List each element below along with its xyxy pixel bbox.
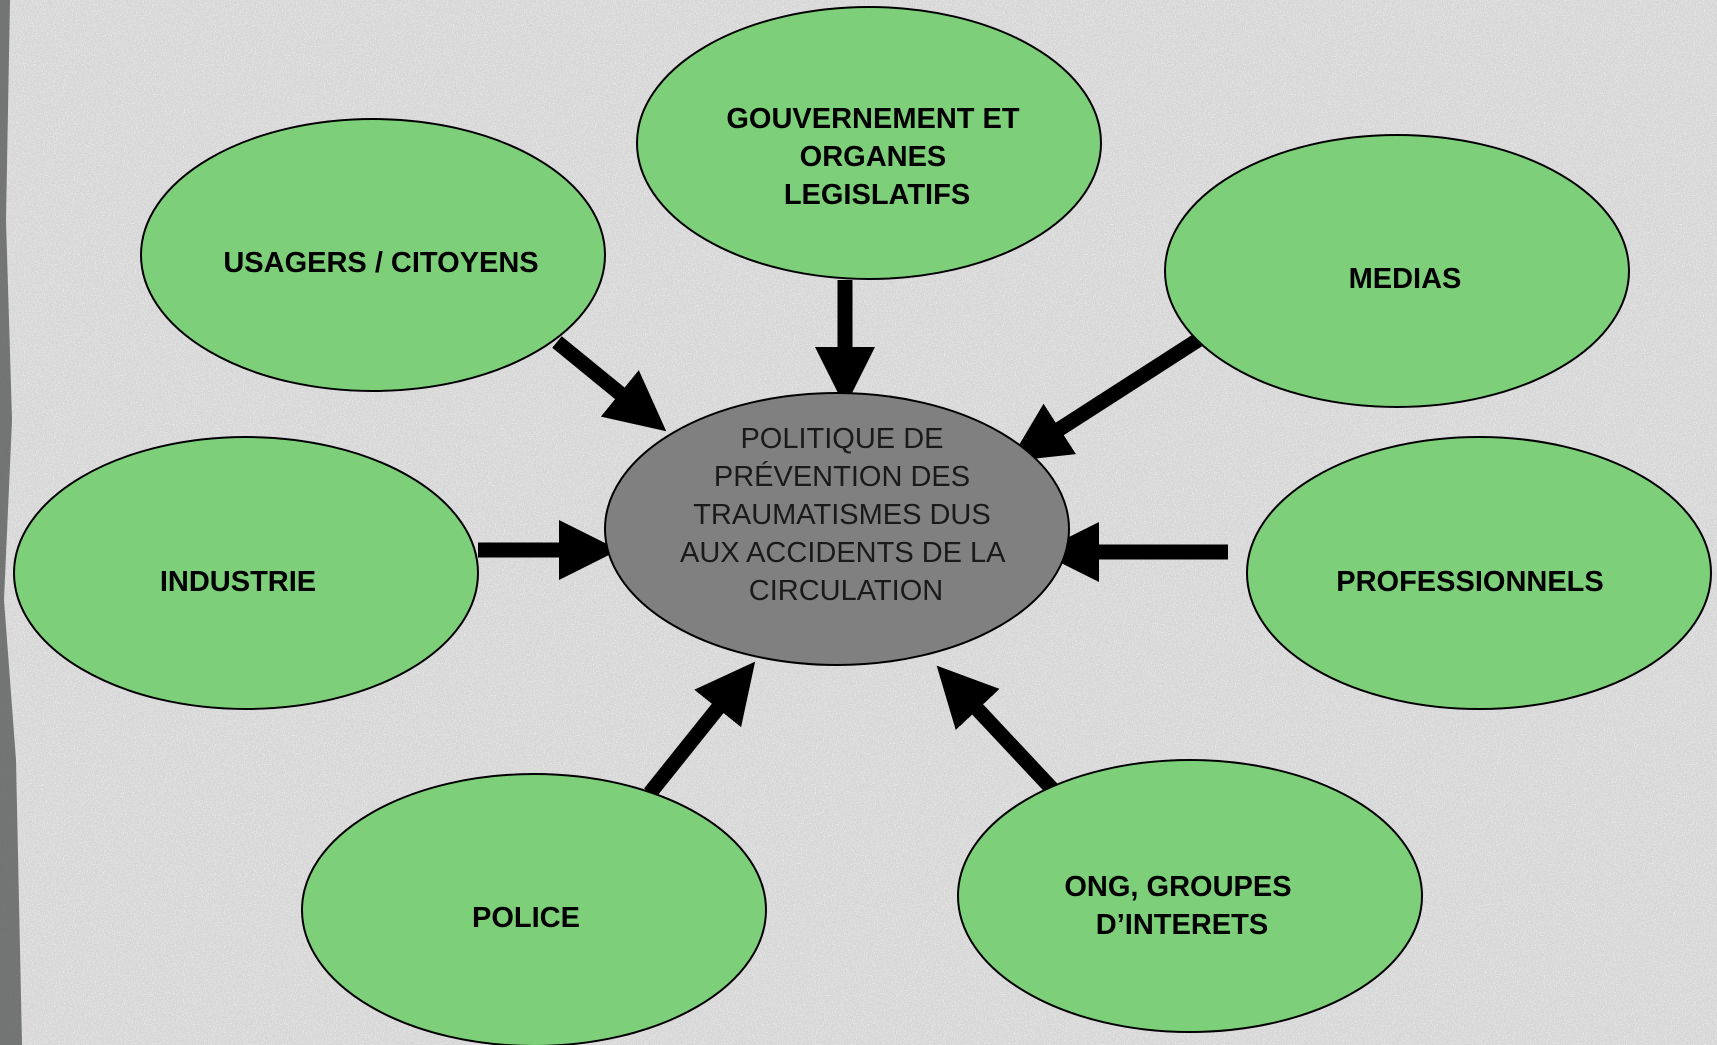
node-industrie: INDUSTRIE [13,436,479,710]
arrow-police-to-center [644,661,756,798]
arrow-ong-to-center [936,665,1061,798]
node-industrie-label: INDUSTRIE [160,566,316,598]
node-medias: MEDIAS [1164,134,1630,408]
center-node-label: POLITIQUE DE PRÉVENTION DES TRAUMATISMES… [680,423,1012,607]
node-professionnels-label: PROFESSIONNELS [1336,566,1604,598]
node-usagers: USAGERS / CITOYENS [140,118,606,392]
node-professionnels: PROFESSIONNELS [1246,436,1712,710]
node-usagers-label: USAGERS / CITOYENS [223,247,538,279]
arrows-layer [478,280,1228,798]
node-gouvernement: GOUVERNEMENT ET ORGANES LEGISLATIFS [636,6,1102,280]
node-police-label: POLICE [472,902,580,934]
left-edge-shadow [0,0,22,1045]
node-gouvernement-label: GOUVERNEMENT ET ORGANES LEGISLATIFS [726,103,1027,211]
arrow-medias-to-center [1009,333,1203,462]
node-police: POLICE [301,773,767,1045]
center-node: POLITIQUE DE PRÉVENTION DES TRAUMATISMES… [604,392,1070,666]
arrow-usagers-to-center [552,336,667,432]
node-ong: ONG, GROUPES D’INTERETS [957,759,1423,1033]
node-medias-label: MEDIAS [1349,263,1462,295]
node-ong-label: ONG, GROUPES D’INTERETS [1064,871,1299,941]
